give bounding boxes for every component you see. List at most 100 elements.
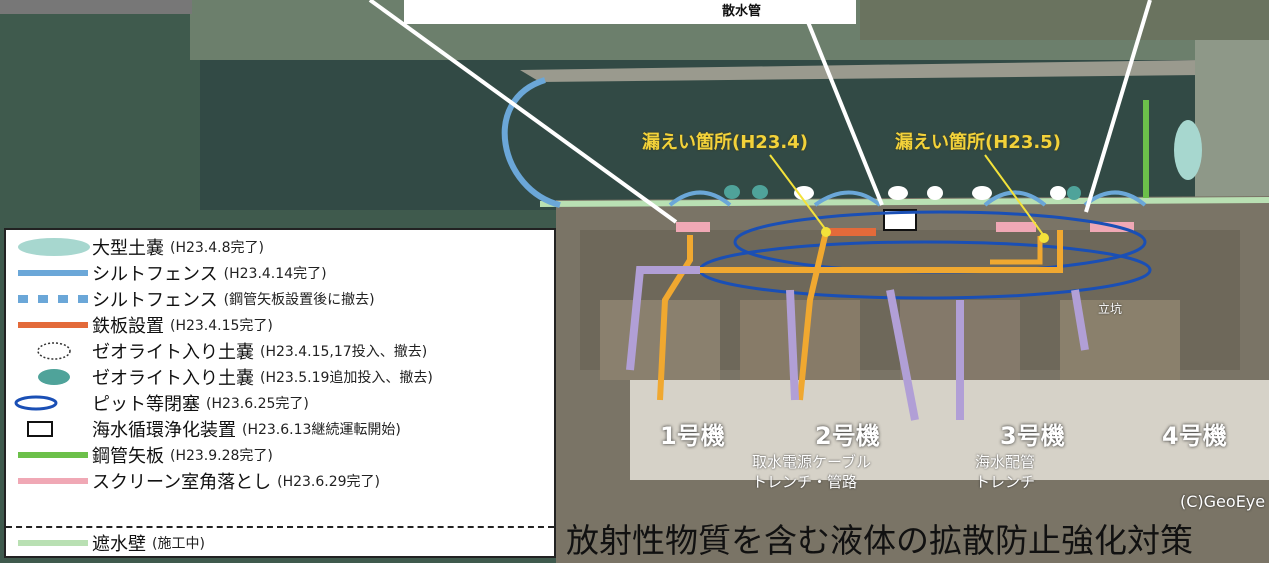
turbine-buildings xyxy=(630,380,1269,480)
unit-4-label: 4号機 xyxy=(1162,422,1227,450)
large-sandbag-icon xyxy=(14,235,92,259)
water-shield-wall xyxy=(539,197,1269,207)
legend-note: (H23.9.28完了) xyxy=(170,448,273,464)
legend-item-silt-fence-removed: シルトフェンス (鋼管矢板設置後に撤去) xyxy=(14,286,375,312)
leak-marker-2 xyxy=(1039,233,1049,243)
leak-label-h23-5: 漏えい箇所(H23.5) xyxy=(895,132,1061,153)
trench-line-yellow-3 xyxy=(700,230,1063,273)
steel-plate xyxy=(828,228,876,236)
steel-pipe-sheet-icon xyxy=(14,443,92,467)
purple-pipe-2 xyxy=(886,289,919,421)
legend-label: 遮水壁 xyxy=(92,534,146,555)
silt-fence-arc-3 xyxy=(983,190,1047,207)
leak-marker-1 xyxy=(821,227,831,237)
trench-line-yellow-4 xyxy=(990,236,1043,265)
legend-item-screen-room: スクリーン室角落とし (H23.6.29完了) xyxy=(14,468,380,494)
intake-trench-line-1: 取水電源ケーブル xyxy=(752,453,872,471)
legend-label: 鋼管矢板 xyxy=(92,446,164,467)
legend-note: (H23.4.8完了) xyxy=(170,240,264,256)
seawater-trench-line-2: トレンチ xyxy=(975,473,1036,491)
building-block-2 xyxy=(740,300,860,380)
leak-pointer-2 xyxy=(984,154,1045,237)
zeolite-bag-white-4 xyxy=(972,186,992,200)
zeolite-bag-white-2 xyxy=(888,186,908,200)
breakwater xyxy=(520,60,1200,82)
harbor-water xyxy=(200,60,1200,210)
callout-line-center xyxy=(806,21,884,206)
silt-fence-dashed-icon xyxy=(14,287,92,311)
sprinkler-pipe-label: 散水管 xyxy=(722,4,762,19)
silt-fence-arc xyxy=(501,77,561,208)
leak-label-h23-4: 漏えい箇所(H23.4) xyxy=(642,132,808,153)
zeolite-bag-teal-3 xyxy=(1067,186,1081,200)
legend-item-large-sandbag: 大型土嚢 (H23.4.8完了) xyxy=(14,234,264,260)
silt-fence-arc-1 xyxy=(668,190,732,207)
zeolite-bag-white-3 xyxy=(927,186,943,200)
silt-fence-icon xyxy=(14,261,92,285)
leak-pointer-1 xyxy=(769,154,827,231)
legend-label: シルトフェンス xyxy=(92,290,218,311)
legend-divider xyxy=(6,526,554,528)
legend-label: スクリーン室角落とし xyxy=(92,472,272,493)
zeolite-bag-white-1 xyxy=(794,186,814,200)
legend-note: (H23.5.19追加投入、撤去) xyxy=(260,370,433,386)
zeolite-bag-white-5 xyxy=(1050,186,1066,200)
pit-closure-cloud-icon xyxy=(14,391,92,415)
shaft-label: 立坑 xyxy=(1098,302,1123,316)
screen-room-1 xyxy=(676,222,710,232)
trench-line-yellow-2 xyxy=(797,235,828,401)
silt-fence-arc-2 xyxy=(813,190,882,207)
legend-box: 大型土嚢 (H23.4.8完了) シルトフェンス (H23.4.14完了) シルトフ… xyxy=(4,228,556,558)
photo-inset-right xyxy=(860,0,1269,40)
zeolite-bag-teal-2 xyxy=(752,185,768,199)
zeolite-bag-teal-1 xyxy=(724,185,740,199)
trench-line-yellow-1 xyxy=(657,235,693,401)
legend-label: 鉄板設置 xyxy=(92,316,164,337)
legend-label: ゼオライト入り土嚢 xyxy=(92,342,254,363)
legend-note: (H23.4.15,17投入、撤去) xyxy=(260,344,428,360)
seawater-purifier xyxy=(883,209,917,231)
legend-item-silt-fence: シルトフェンス (H23.4.14完了) xyxy=(14,260,327,286)
legend-label: 海水循環浄化装置 xyxy=(92,420,236,441)
seawater-trench-label: 海水配管 トレンチ xyxy=(975,452,1035,492)
legend-label: ピット等閉塞 xyxy=(92,394,200,415)
legend-item-zeolite-dotted: ゼオライト入り土嚢 (H23.4.15,17投入、撤去) xyxy=(14,338,427,364)
legend-note: (H23.4.15完了) xyxy=(170,318,273,334)
unit-3-label: 3号機 xyxy=(1000,422,1065,450)
zeolite-dotted-icon xyxy=(14,339,92,363)
zeolite-teal-icon xyxy=(14,365,92,389)
legend-note: (施工中) xyxy=(152,536,205,552)
intake-trench-line-2: トレンチ・管路 xyxy=(752,473,858,491)
legend-item-water-shield-wall: 遮水壁 (施工中) xyxy=(14,530,205,556)
large-sandbag xyxy=(1174,120,1202,180)
seawater-trench-line-1: 海水配管 xyxy=(975,453,1036,471)
purple-pipe-4 xyxy=(1071,289,1089,351)
legend-note: (H23.6.25完了) xyxy=(206,396,309,412)
legend-label: 大型土嚢 xyxy=(92,238,164,259)
intake-trench-label: 取水電源ケーブル トレンチ・管路 xyxy=(752,452,871,492)
figure-caption: 放射性物質を含む液体の拡散防止強化対策 xyxy=(566,521,1193,560)
purple-pipe-1 xyxy=(626,266,700,371)
screen-room-2 xyxy=(996,222,1036,232)
steel-plate-icon xyxy=(14,313,92,337)
photo-inset-left xyxy=(0,0,192,14)
legend-item-zeolite-teal: ゼオライト入り土嚢 (H23.5.19追加投入、撤去) xyxy=(14,364,433,390)
legend-item-purifier: 海水循環浄化装置 (H23.6.13継続運転開始) xyxy=(14,416,401,442)
copyright-watermark: (C)GeoEye xyxy=(1180,492,1266,511)
legend-note: (H23.6.29完了) xyxy=(277,474,380,490)
legend-note: (H23.4.14完了) xyxy=(223,266,327,282)
water-shield-wall-icon xyxy=(14,531,92,555)
legend-note: (H23.6.13継続運転開始) xyxy=(242,422,401,438)
purifier-rect-icon xyxy=(14,417,92,441)
unit-2-label: 2号機 xyxy=(815,422,880,450)
legend-label: ゼオライト入り土嚢 xyxy=(92,368,254,389)
top-callout-box: 散水管 xyxy=(404,0,856,24)
legend-item-steel-pipe-sheet: 鋼管矢板 (H23.9.28完了) xyxy=(14,442,273,468)
legend-note: (鋼管矢板設置後に撤去) xyxy=(223,292,375,308)
unit-1-label: 1号機 xyxy=(660,422,725,450)
legend-label: シルトフェンス xyxy=(92,264,218,285)
legend-item-steel-plate: 鉄板設置 (H23.4.15完了) xyxy=(14,312,273,338)
legend-item-pit-closure: ピット等閉塞 (H23.6.25完了) xyxy=(14,390,309,416)
callout-line-left xyxy=(368,0,678,224)
